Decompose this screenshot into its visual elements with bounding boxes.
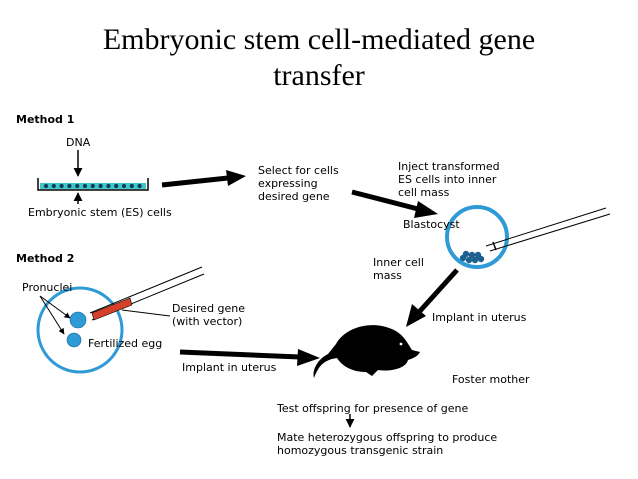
fertilized-egg-label: Fertilized egg <box>88 337 163 350</box>
implant-left-label: Implant in uterus <box>182 361 277 374</box>
es-cell-dot <box>51 183 56 189</box>
es-cell-dot <box>106 183 111 189</box>
foster-mother-mouse <box>313 325 420 378</box>
es-cell-dot <box>129 183 134 189</box>
desired-gene-label: Desired gene (with vector) <box>172 302 246 328</box>
inject-label: Inject transformed ES cells into inner c… <box>398 160 500 199</box>
pronucleus-upper <box>69 311 87 329</box>
es-cells-label: Embryonic stem (ES) cells <box>28 206 172 219</box>
arrow-select-to-blastocyst <box>351 189 438 218</box>
arrow-blastocyst-to-mouse <box>406 268 459 327</box>
implant-right-label: Implant in uterus <box>432 311 527 324</box>
blastocyst <box>445 205 611 269</box>
es-cell-dot <box>43 183 49 189</box>
es-cell-dot <box>137 183 142 189</box>
es-cell-dot <box>114 183 119 189</box>
dna-label: DNA <box>66 136 91 149</box>
pronucleus-lower <box>66 332 82 348</box>
es-cell-dot <box>90 183 95 189</box>
arrow-egg-to-mouse <box>179 349 320 366</box>
test-offspring-label: Test offspring for presence of gene <box>277 402 469 415</box>
desired-gene-tip <box>91 297 133 321</box>
select-label: Select for cells expressing desired gene <box>258 164 339 203</box>
inner-cell-mass-cluster <box>459 250 485 264</box>
method2-heading: Method 2 <box>16 252 75 265</box>
es-cell-dot <box>121 183 127 189</box>
es-cell-dots <box>43 183 142 189</box>
blastocyst-label: Blastocyst <box>403 218 460 231</box>
title-text: Embryonic stem cell-mediated gene transf… <box>102 23 536 92</box>
es-cell-dot <box>67 183 72 189</box>
es-cell-dot <box>98 183 103 189</box>
culture-dish <box>37 178 149 191</box>
page-title: Embryonic stem cell-mediated gene transf… <box>0 22 638 94</box>
injection-pipette <box>89 266 205 321</box>
inner-cell-mass-label: Inner cell mass <box>373 256 424 282</box>
es-cell-dot <box>59 183 64 189</box>
foster-mother-label: Foster mother <box>452 373 530 386</box>
fertilized-egg <box>36 286 124 374</box>
es-cell-dot <box>75 183 80 189</box>
pronuclei-arrow-2 <box>39 295 65 335</box>
mate-label: Mate heterozygous offspring to produce h… <box>277 431 498 457</box>
es-cell-dot <box>82 183 88 189</box>
pronuclei-arrow-1 <box>39 295 71 319</box>
pronuclei-label: Pronuclei <box>22 281 73 294</box>
method1-heading: Method 1 <box>16 113 75 126</box>
arrow-dish-to-select <box>161 170 246 188</box>
desired-gene-pointer <box>121 309 171 317</box>
